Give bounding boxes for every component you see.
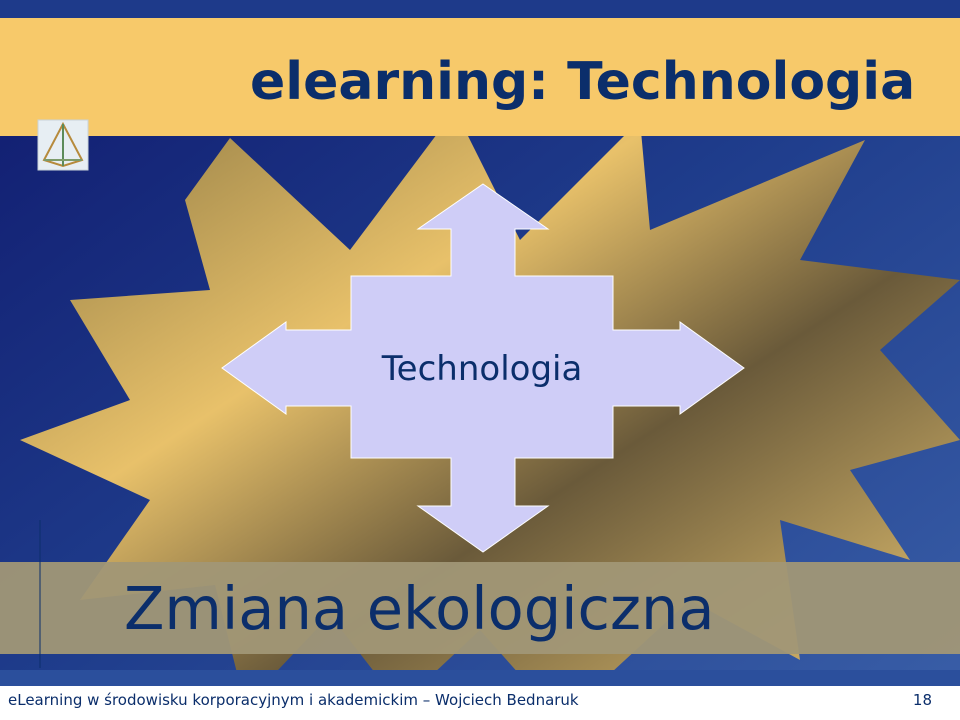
header-band <box>0 18 960 136</box>
center-label: Technologia <box>381 349 583 389</box>
slide-title: elearning: Technologia <box>250 52 916 112</box>
page-number: 18 <box>912 691 932 709</box>
four-way-arrow-icon <box>221 183 745 553</box>
footer-white <box>0 686 960 720</box>
footer-text: eLearning w środowisku korporacyjnym i a… <box>8 691 579 709</box>
top-strip <box>0 0 960 18</box>
slide-subtitle: Zmiana ekologiczna <box>124 574 715 643</box>
pyramid-logo-icon <box>37 119 89 171</box>
subtitle-band <box>0 562 960 654</box>
